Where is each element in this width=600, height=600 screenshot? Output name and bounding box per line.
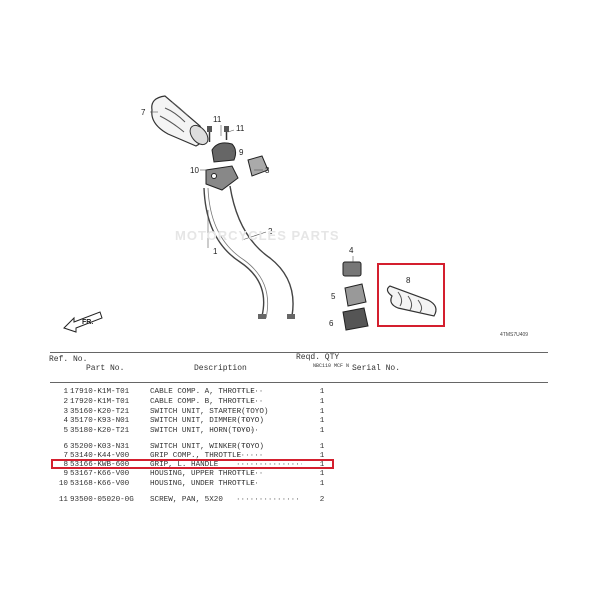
left-grip-part — [377, 263, 445, 327]
part-no-cell: 93500-05020-0G — [70, 496, 134, 504]
qty-cell: 1 — [319, 417, 325, 425]
leader-dots: ··· — [236, 408, 250, 416]
ref-no-cell: 7 — [63, 452, 68, 460]
part-no-cell: 35180-K20-T21 — [70, 427, 130, 435]
callout-8: 8 — [406, 276, 411, 285]
qty-cell: 1 — [319, 480, 325, 488]
under-housing-part — [205, 165, 239, 191]
description-cell: SCREW, PAN, 5X20 — [150, 496, 223, 504]
leader-dots: ······ — [236, 470, 264, 478]
qty-cell: 1 — [319, 408, 325, 416]
part-no-cell: 35200-K03-N31 — [70, 443, 130, 451]
description-cell: SWITCH UNIT, DIMMER(TOYO) — [150, 417, 264, 425]
ref-no-cell: 8 — [63, 461, 68, 469]
qty-cell: 1 — [319, 443, 325, 451]
callout-9: 9 — [239, 148, 244, 157]
part-no-cell: 53166-KWB-600 — [70, 461, 130, 469]
description-cell: CABLE COMP. A, THROTTLE — [150, 388, 255, 396]
ref-no-cell: 9 — [63, 470, 68, 478]
leader-dots: ····· — [236, 427, 259, 435]
description-cell: SWITCH UNIT, HORN(TOYO) — [150, 427, 255, 435]
leader-dots: ····· — [236, 480, 259, 488]
ref-no-cell: 10 — [58, 480, 68, 488]
ref-no-cell: 6 — [63, 443, 68, 451]
horn-switch-part — [344, 283, 367, 307]
figure-code: 4TMS7U409 — [500, 332, 529, 338]
qty-cell: 1 — [319, 452, 325, 460]
leader-dots: ··· — [236, 417, 250, 425]
callout-11a: 11 — [213, 115, 222, 124]
header-serial-no: Serial No. — [352, 364, 401, 373]
leader-dots: ··············· — [236, 461, 302, 469]
table-top-rule — [50, 352, 548, 353]
callout-3: 3 — [265, 166, 270, 175]
front-direction-label: FR. — [82, 319, 93, 326]
leader-lines — [150, 111, 354, 262]
header-ref-no: Ref. No. — [49, 355, 88, 364]
front-direction-arrow: FR. — [63, 311, 103, 333]
ref-no-cell: 11 — [58, 496, 68, 504]
callout-10: 10 — [190, 166, 199, 175]
callout-6: 6 — [329, 319, 334, 328]
leader-dots: ··· — [236, 443, 250, 451]
screw-parts — [207, 126, 229, 142]
header-required-qty: Reqd. QTY — [296, 353, 340, 362]
table-header-rule — [50, 382, 548, 383]
winker-switch-part — [342, 307, 369, 331]
dimmer-switch-part — [342, 261, 362, 277]
watermark: MOTORCYCLES PARTS — [175, 228, 340, 243]
header-model-code: NBC110 MCF N — [313, 363, 350, 369]
leader-dots: ······ — [236, 388, 264, 396]
description-cell: SWITCH UNIT, STARTER(TOYO) — [150, 408, 269, 416]
ref-no-cell: 2 — [63, 398, 68, 406]
starter-switch-part — [247, 155, 269, 177]
qty-cell: 1 — [319, 398, 325, 406]
ref-no-cell: 5 — [63, 427, 68, 435]
callout-7: 7 — [141, 108, 146, 117]
description-cell: HOUSING, UNDER THROTTLE — [150, 480, 255, 488]
callout-11b: 11 — [236, 124, 245, 133]
throttle-grip-part — [151, 95, 209, 147]
qty-cell: 1 — [319, 388, 325, 396]
description-cell: CABLE COMP. B, THROTTLE — [150, 398, 255, 406]
description-cell: HOUSING, UPPER THROTTLE — [150, 470, 255, 478]
leader-dots: ·············· — [236, 496, 300, 504]
description-cell: SWITCH UNIT, WINKER(TOYO) — [150, 443, 264, 451]
ref-no-cell: 3 — [63, 408, 68, 416]
qty-cell: 1 — [319, 461, 325, 469]
callout-2: 2 — [268, 227, 273, 236]
description-cell: GRIP, L. HANDLE — [150, 461, 219, 469]
part-no-cell: 35170-K93-N01 — [70, 417, 130, 425]
callout-4: 4 — [349, 246, 354, 255]
qty-cell: 1 — [319, 470, 325, 478]
callout-5: 5 — [331, 292, 336, 301]
qty-cell: 2 — [319, 496, 325, 504]
header-description: Description — [194, 364, 247, 373]
leader-dots: ······ — [236, 452, 264, 460]
description-cell: GRIP COMP., THROTTLE — [150, 452, 242, 460]
part-no-cell: 17910-K1M-T01 — [70, 388, 130, 396]
ref-no-cell: 1 — [63, 388, 68, 396]
parts-exploded-diagram: FR. 7 11 11 9 10 3 2 1 4 5 6 8 — [63, 95, 445, 333]
qty-cell: 1 — [319, 427, 325, 435]
part-no-cell: 53168-K66-V00 — [70, 480, 130, 488]
callout-1: 1 — [213, 247, 218, 256]
upper-housing-part — [211, 142, 237, 163]
leader-dots: ······ — [236, 398, 264, 406]
part-no-cell: 53167-K66-V00 — [70, 470, 130, 478]
header-part-no: Part No. — [86, 364, 125, 373]
ref-no-cell: 4 — [63, 417, 68, 425]
part-no-cell: 35160-K20-T21 — [70, 408, 130, 416]
part-no-cell: 53140-K44-V00 — [70, 452, 130, 460]
part-no-cell: 17920-K1M-T01 — [70, 398, 130, 406]
highlighted-row-frame — [51, 459, 334, 469]
